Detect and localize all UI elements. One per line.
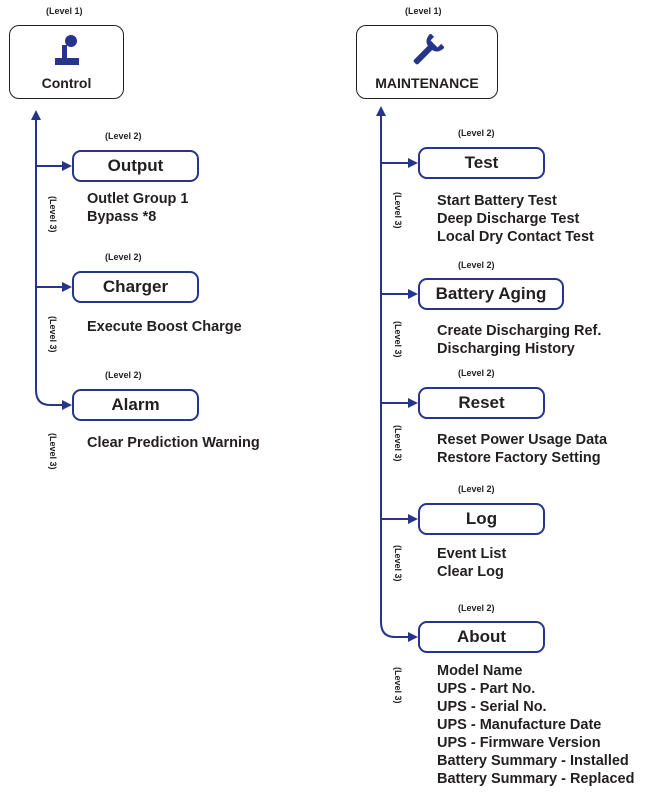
level2-tag: (Level 2)	[105, 370, 142, 380]
list-item[interactable]: Bypass *8	[87, 209, 157, 225]
list-item[interactable]: Battery Summary - Installed	[437, 753, 629, 769]
test-items: Start Battery Test Deep Discharge Test L…	[437, 192, 594, 246]
list-item[interactable]: Clear Prediction Warning	[87, 435, 260, 451]
battery-aging-button[interactable]: Battery Aging	[418, 278, 564, 310]
output-items: Outlet Group 1 Bypass *8	[87, 190, 189, 226]
list-item[interactable]: UPS - Firmware Version	[437, 735, 601, 751]
level3-tag: (Level 3)	[48, 316, 58, 353]
output-button[interactable]: Output	[72, 150, 199, 182]
list-item[interactable]: Start Battery Test	[437, 193, 557, 209]
level3-tag: (Level 3)	[393, 321, 403, 358]
level2-tag: (Level 2)	[105, 131, 142, 141]
maintenance-branch-about	[380, 621, 418, 642]
about-items: Model Name UPS - Part No. UPS - Serial N…	[437, 662, 634, 788]
list-item[interactable]: Event List	[437, 546, 507, 562]
wrench-icon	[410, 33, 445, 73]
joystick-icon	[52, 34, 82, 71]
level2-tag: (Level 2)	[458, 484, 495, 494]
list-item[interactable]: Discharging History	[437, 341, 575, 357]
charger-items: Execute Boost Charge	[87, 318, 242, 336]
list-item[interactable]: Outlet Group 1	[87, 191, 189, 207]
list-item[interactable]: Local Dry Contact Test	[437, 229, 594, 245]
alarm-button[interactable]: Alarm	[72, 389, 199, 421]
level2-tag: (Level 2)	[105, 252, 142, 262]
level3-tag: (Level 3)	[393, 425, 403, 462]
charger-button[interactable]: Charger	[72, 271, 199, 303]
test-button[interactable]: Test	[418, 147, 545, 179]
level1-tag: (Level 1)	[46, 6, 83, 16]
about-button[interactable]: About	[418, 621, 545, 653]
level1-tag: (Level 1)	[405, 6, 442, 16]
list-item[interactable]: Model Name	[437, 663, 523, 679]
level2-tag: (Level 2)	[458, 368, 495, 378]
maintenance-box[interactable]: MAINTENANCE	[356, 25, 498, 99]
log-button[interactable]: Log	[418, 503, 545, 535]
level3-tag: (Level 3)	[48, 433, 58, 470]
level3-tag: (Level 3)	[393, 667, 403, 704]
level2-tag: (Level 2)	[458, 260, 495, 270]
alarm-items: Clear Prediction Warning	[87, 434, 260, 452]
list-item[interactable]: UPS - Serial No.	[437, 699, 547, 715]
reset-button[interactable]: Reset	[418, 387, 545, 419]
log-items: Event List Clear Log	[437, 545, 506, 581]
maintenance-title: MAINTENANCE	[375, 75, 479, 91]
list-item[interactable]: Create Discharging Ref.	[437, 323, 602, 339]
list-item[interactable]: Execute Boost Charge	[87, 319, 242, 335]
list-item[interactable]: UPS - Part No.	[437, 681, 536, 697]
level2-tag: (Level 2)	[458, 603, 495, 613]
control-box[interactable]: Control	[9, 25, 124, 99]
list-item[interactable]: UPS - Manufacture Date	[437, 717, 602, 733]
control-title: Control	[41, 75, 92, 91]
list-item[interactable]: Clear Log	[437, 564, 504, 580]
reset-items: Reset Power Usage Data Restore Factory S…	[437, 431, 607, 467]
level3-tag: (Level 3)	[393, 192, 403, 229]
battery-aging-items: Create Discharging Ref. Discharging Hist…	[437, 322, 601, 358]
level3-tag: (Level 3)	[48, 196, 58, 233]
list-item[interactable]: Deep Discharge Test	[437, 211, 580, 227]
control-branch-alarm	[35, 389, 72, 410]
level3-tag: (Level 3)	[393, 545, 403, 582]
list-item[interactable]: Battery Summary - Replaced	[437, 771, 635, 787]
list-item[interactable]: Restore Factory Setting	[437, 450, 601, 466]
list-item[interactable]: Reset Power Usage Data	[437, 432, 608, 448]
level2-tag: (Level 2)	[458, 128, 495, 138]
